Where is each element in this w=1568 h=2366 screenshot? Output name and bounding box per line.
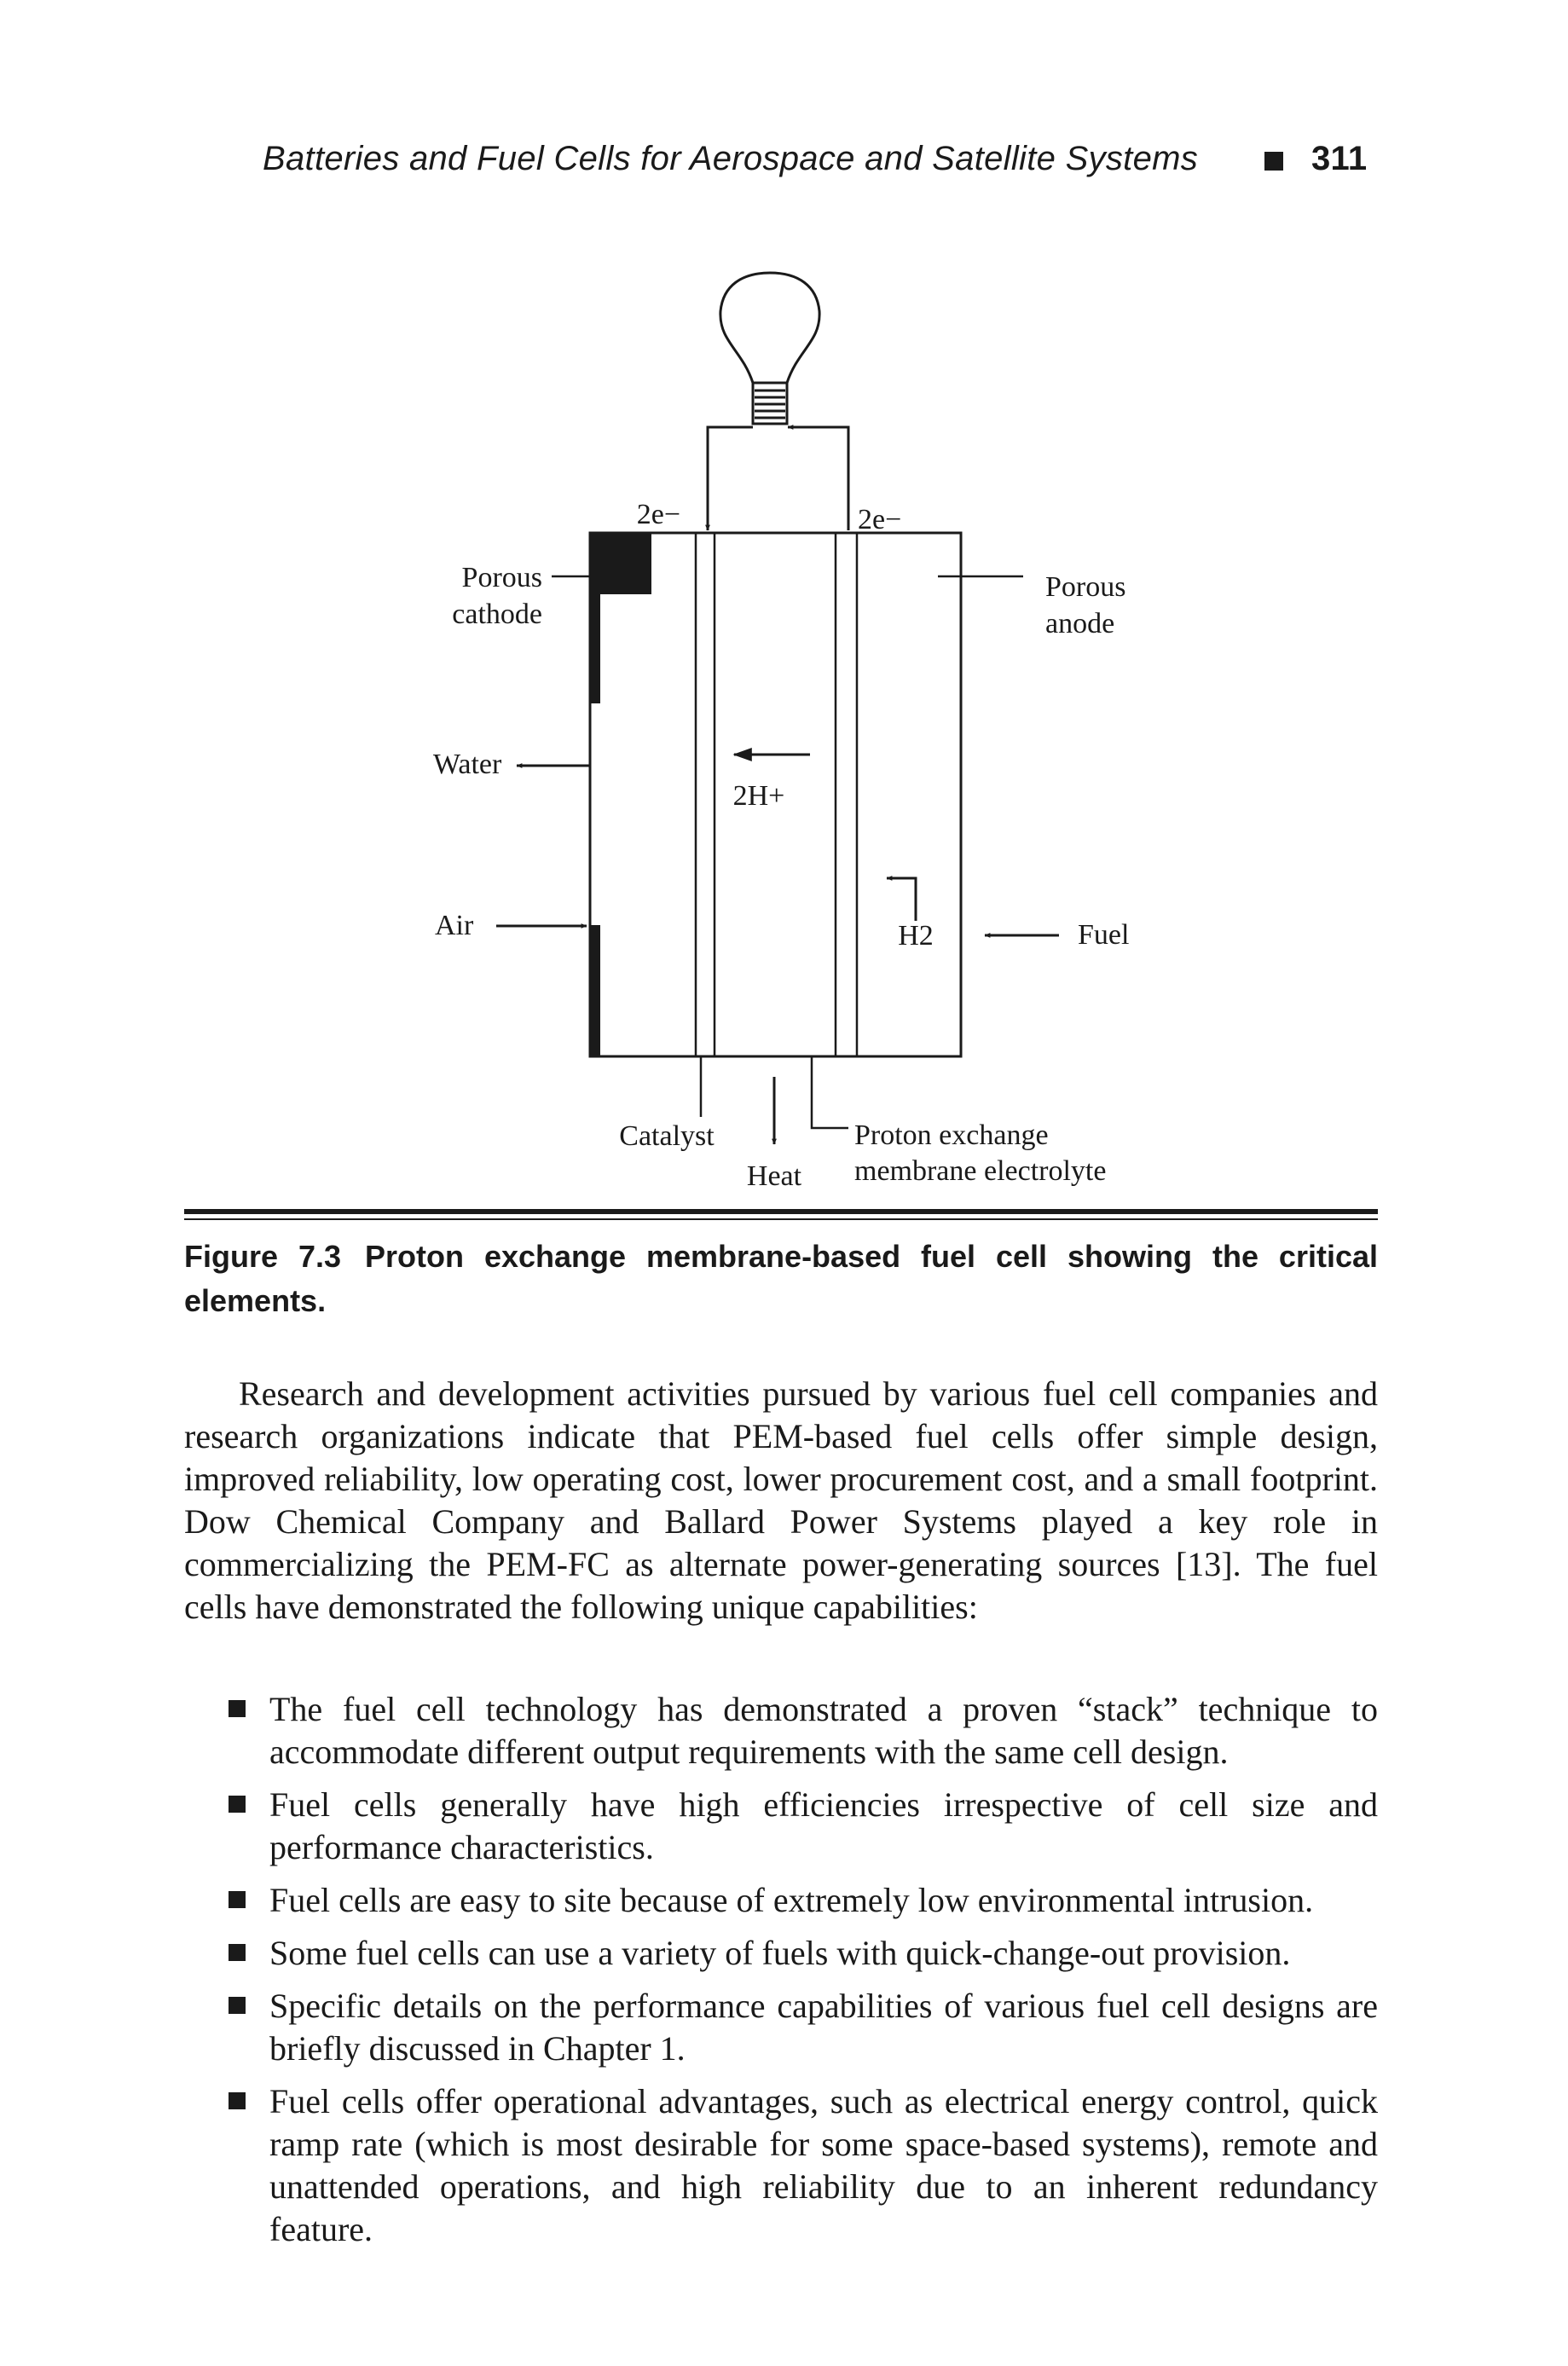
square-bullet-icon [229, 2092, 246, 2109]
water-label: Water [433, 749, 502, 780]
catalyst-label: Catalyst [619, 1120, 715, 1152]
figure-rule-thin [184, 1218, 1378, 1220]
list-item: The fuel cell technology has demonstrate… [184, 1688, 1378, 1773]
electron-left-label: 2e− [637, 499, 680, 530]
square-bullet-icon [229, 1997, 246, 2014]
list-item: Some fuel cells can use a variety of fue… [184, 1932, 1378, 1975]
list-item: Specific details on the performance capa… [184, 1985, 1378, 2070]
figure-rule-thick [184, 1209, 1378, 1214]
figure-caption-text: Proton exchange membrane-based fuel cell… [184, 1239, 1378, 1318]
porous-cathode-label-line1: Porous [462, 562, 542, 593]
page-number: 311 [1311, 140, 1368, 177]
electron-right-label: 2e− [858, 504, 901, 535]
list-item-text: Fuel cells are easy to site because of e… [269, 1881, 1314, 1919]
square-bullet-icon [229, 1891, 246, 1908]
pem-label-line2: membrane electrolyte [854, 1155, 1106, 1187]
cathode-plates [590, 533, 651, 1056]
flow-arrows [496, 748, 1059, 1145]
list-item-text: Some fuel cells can use a variety of fue… [269, 1934, 1291, 1972]
porous-anode-label-line1: Porous [1045, 571, 1125, 603]
list-item-text: Fuel cells generally have high efficienc… [269, 1785, 1378, 1866]
fuel-label: Fuel [1078, 919, 1129, 951]
leader-lines [552, 575, 1023, 1130]
protons-label: 2H+ [733, 780, 785, 812]
air-label: Air [435, 910, 474, 941]
list-item-text: Specific details on the performance capa… [269, 1987, 1378, 2068]
list-item: Fuel cells are easy to site because of e… [184, 1879, 1378, 1922]
light-bulb-icon [719, 271, 821, 425]
capabilities-list: The fuel cell technology has demonstrate… [184, 1688, 1378, 2261]
cell-body [588, 531, 963, 1058]
hydrogen-label: H2 [898, 920, 934, 952]
running-title: Batteries and Fuel Cells for Aerospace a… [263, 140, 1199, 177]
external-circuit [705, 425, 850, 531]
figure-caption-label: Figure 7.3 [184, 1239, 342, 1274]
running-head: Batteries and Fuel Cells for Aerospace a… [263, 140, 1371, 191]
pem-label-line1: Proton exchange [854, 1119, 1049, 1151]
fuel-cell-diagram: 2e− 2e− Porous cathode Porous anode Wate… [433, 271, 1129, 1192]
porous-anode-label-line2: anode [1045, 608, 1114, 639]
body-paragraph: Research and development activities purs… [184, 1374, 1378, 1626]
list-item-text: The fuel cell technology has demonstrate… [269, 1690, 1378, 1771]
list-item: Fuel cells generally have high efficienc… [184, 1784, 1378, 1869]
list-item: Fuel cells offer operational advantages,… [184, 2080, 1378, 2251]
porous-cathode-label-line2: cathode [452, 599, 542, 630]
square-bullet-icon [1264, 152, 1283, 171]
heat-label: Heat [747, 1160, 802, 1192]
square-bullet-icon [229, 1796, 246, 1813]
square-bullet-icon [229, 1944, 246, 1961]
list-item-text: Fuel cells offer operational advantages,… [269, 2082, 1378, 2248]
square-bullet-icon [229, 1700, 246, 1717]
